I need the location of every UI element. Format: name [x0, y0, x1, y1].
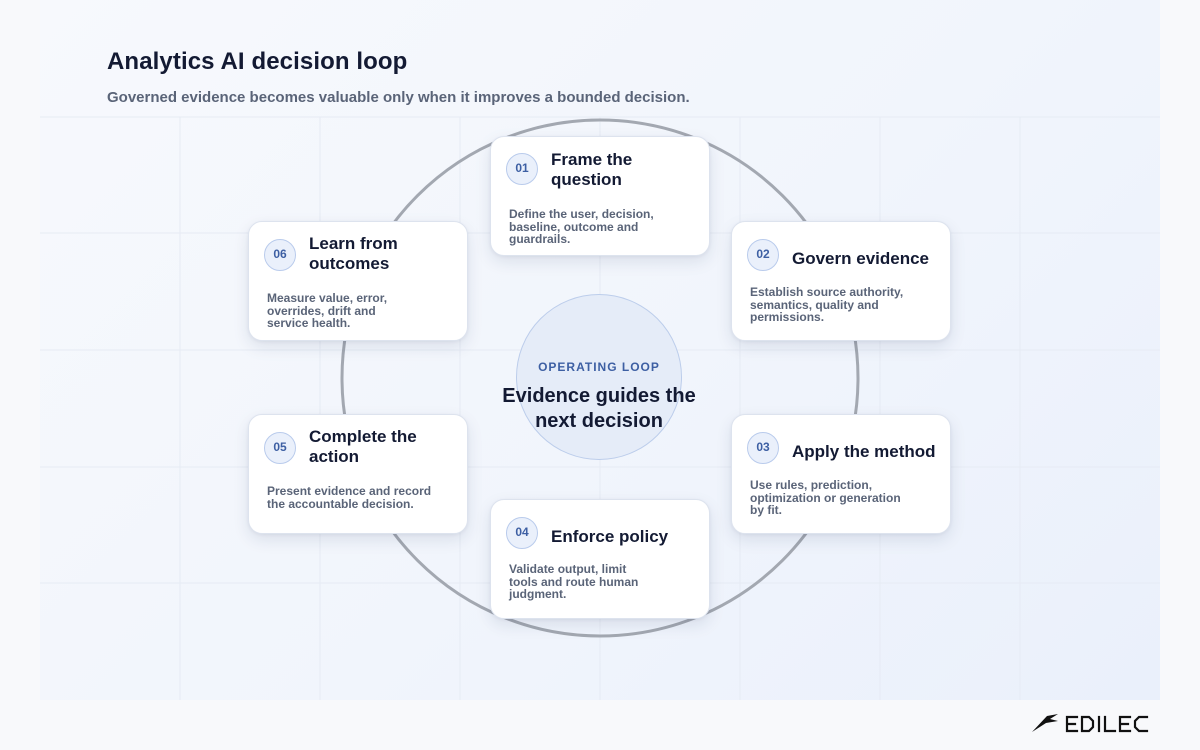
step-description: Use rules, prediction, optimization or g…	[750, 478, 901, 517]
step-description: Define the user, decision, baseline, out…	[509, 207, 654, 246]
step-card-enforce-policy: 04 Enforce policy Validate output, limit…	[490, 499, 710, 619]
step-description: Present evidence and record the accounta…	[267, 484, 432, 511]
step-title: Frame the question	[551, 150, 633, 189]
step-title: Learn from outcomes	[309, 234, 398, 273]
step-number-badge: 03	[747, 432, 779, 464]
bird-icon	[1032, 714, 1058, 732]
step-number-badge: 04	[506, 517, 538, 549]
step-card-complete-action: 05 Complete the action Present evidence …	[248, 414, 468, 534]
center-hub: OPERATING LOOP Evidence guides the next …	[502, 294, 696, 460]
step-number-badge: 01	[506, 153, 538, 185]
step-description: Measure value, error, overrides, drift a…	[267, 291, 388, 330]
step-title: Complete the action	[309, 427, 417, 466]
step-card-govern-evidence: 02 Govern evidence Establish source auth…	[731, 221, 951, 341]
step-number-badge: 05	[264, 432, 296, 464]
step-card-frame-question: 01 Frame the question Define the user, d…	[490, 136, 710, 256]
page-subtitle: Governed evidence becomes valuable only …	[107, 89, 690, 106]
step-number-badge: 06	[264, 239, 296, 271]
step-title: Govern evidence	[792, 249, 930, 268]
step-card-apply-method: 03 Apply the method Use rules, predictio…	[731, 414, 951, 534]
loop-ring-circle	[340, 118, 860, 638]
step-description: Validate output, limit tools and route h…	[509, 562, 639, 601]
edilec-logo	[1032, 714, 1149, 733]
step-card-learn-outcomes: 06 Learn from outcomes Measure value, er…	[248, 221, 468, 341]
center-label: OPERATING LOOP	[538, 360, 660, 374]
center-text: Evidence guides the next decision	[502, 385, 696, 432]
step-description: Establish source authority, semantics, q…	[750, 285, 904, 324]
step-title: Apply the method	[792, 442, 936, 461]
step-number-badge: 02	[747, 239, 779, 271]
step-title: Enforce policy	[551, 527, 669, 546]
page-title: Analytics AI decision loop	[107, 48, 408, 75]
